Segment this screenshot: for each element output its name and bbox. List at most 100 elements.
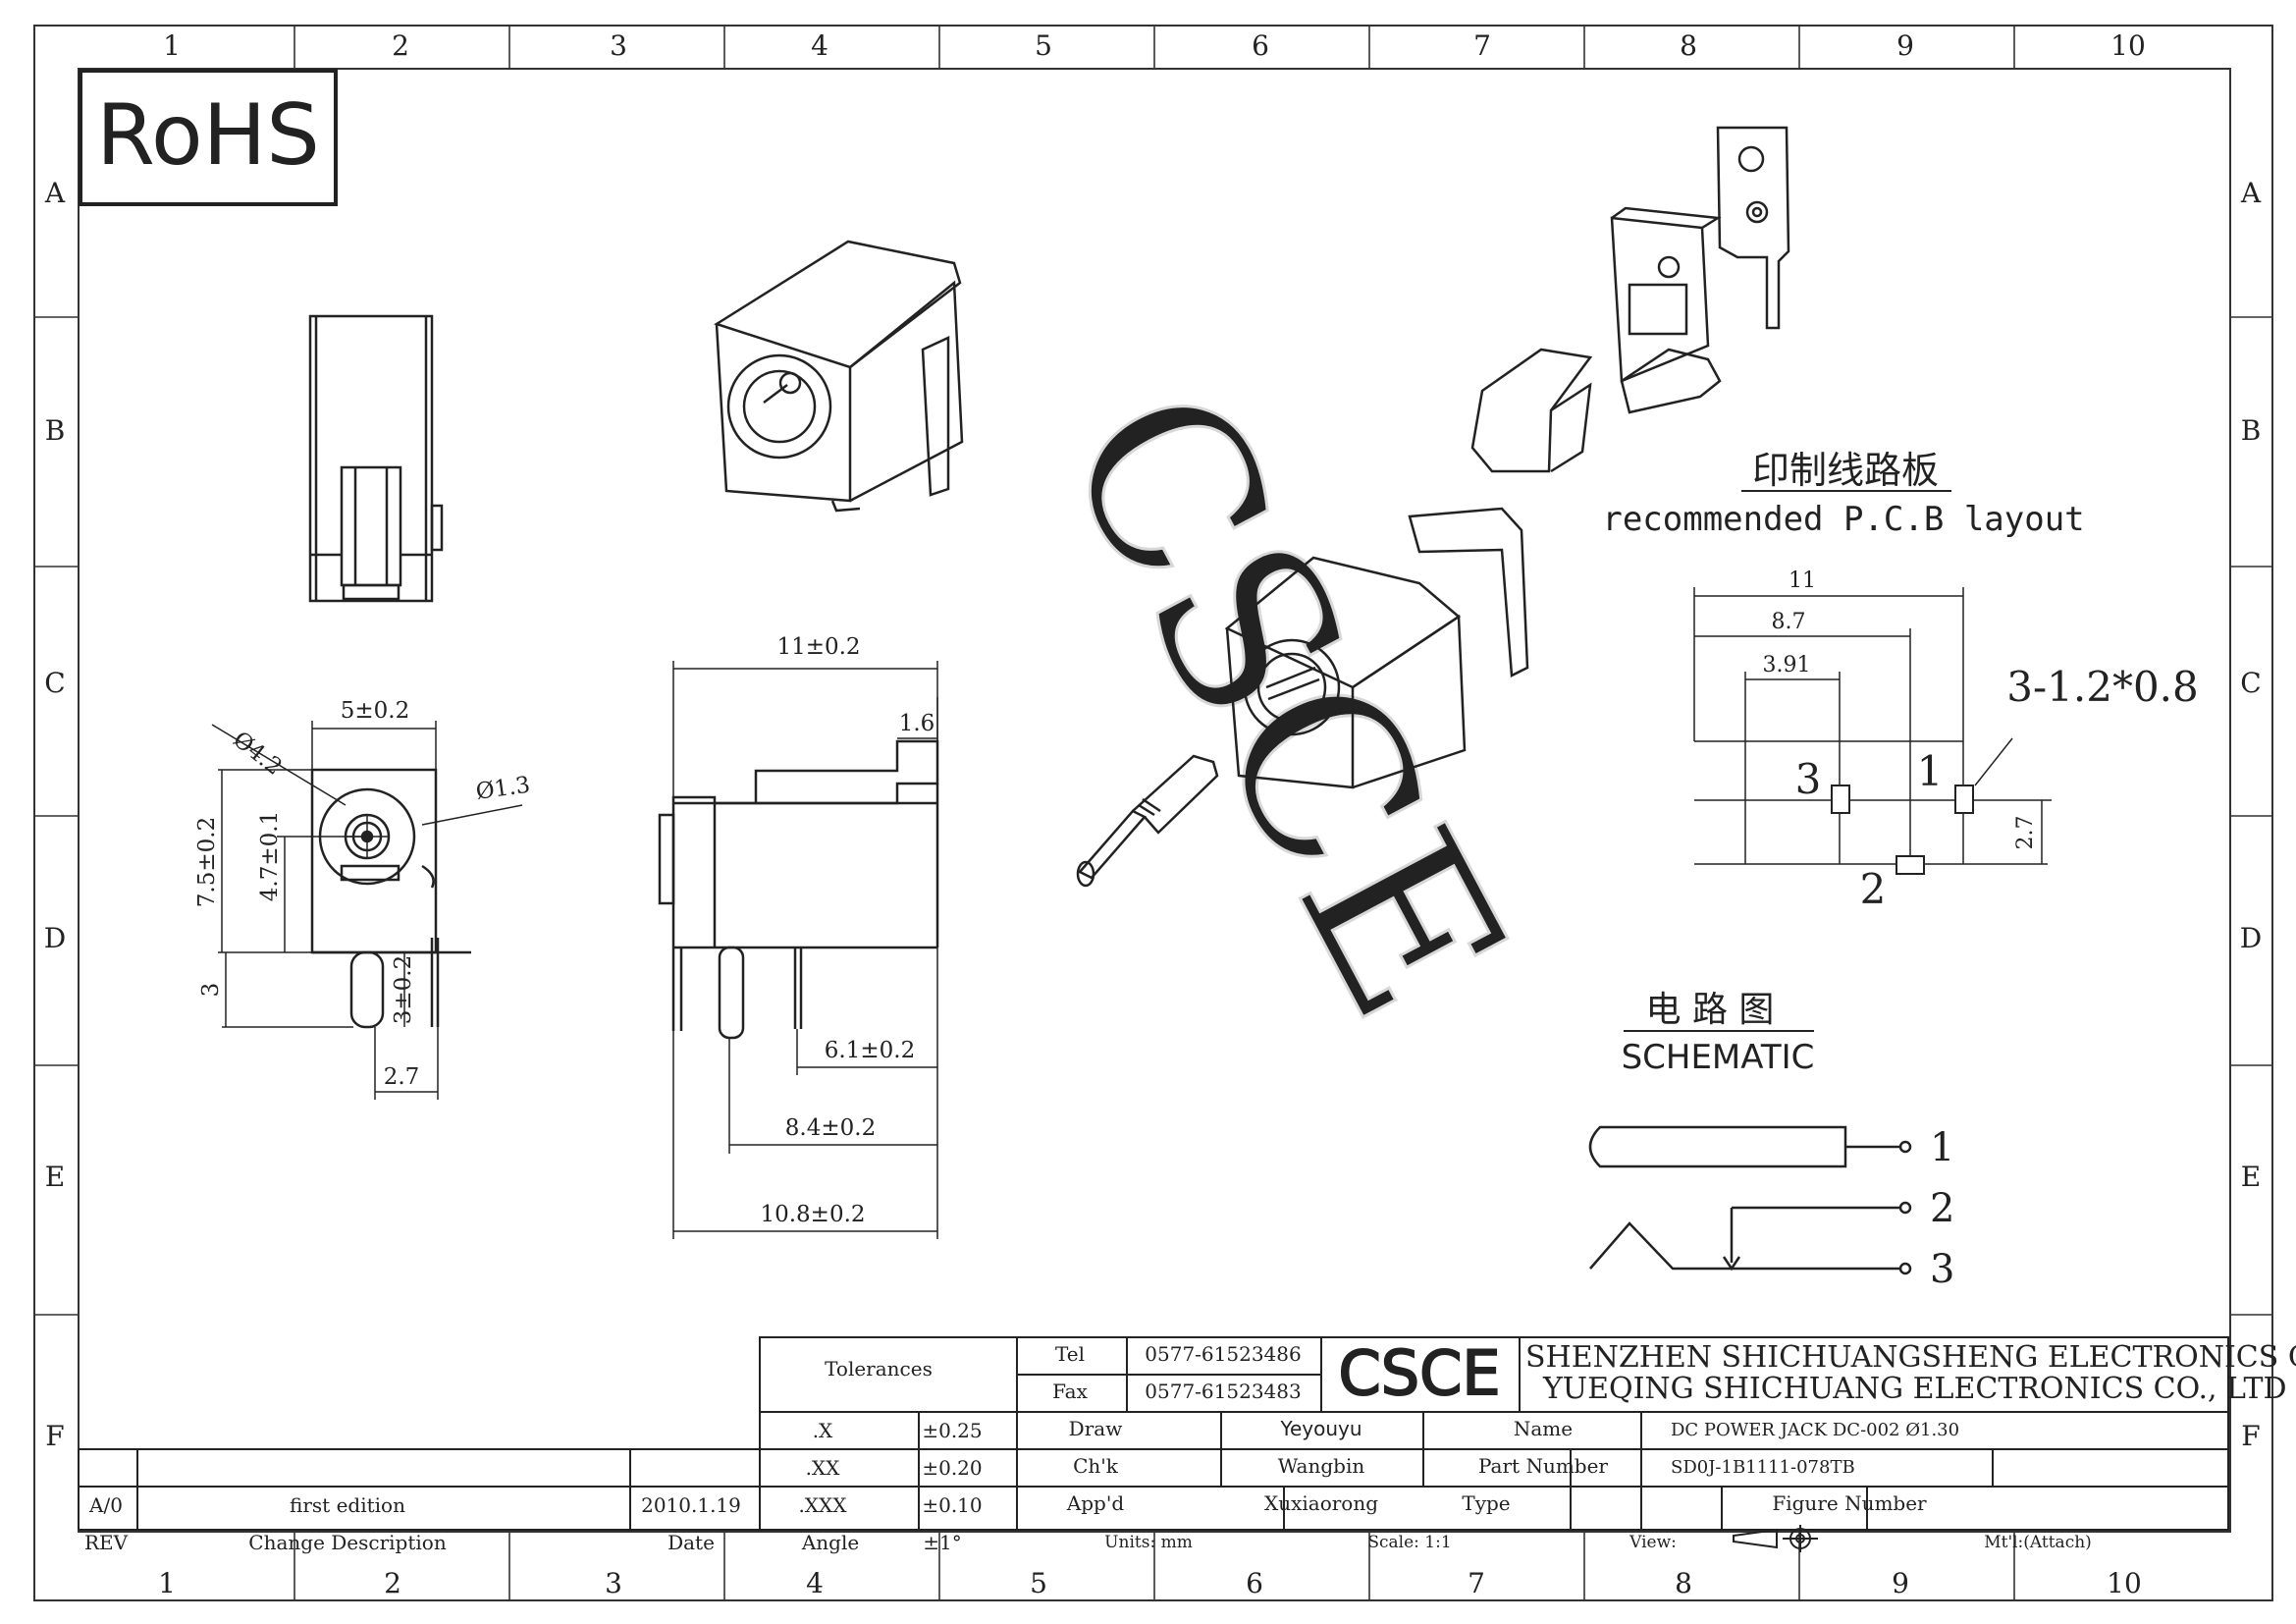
dim-center: 4.7±0.1 <box>257 811 283 901</box>
fax-label: Fax <box>1052 1380 1088 1403</box>
col-label-bottom-10: 10 <box>2107 1567 2142 1599</box>
col-label-top-7: 7 <box>1473 29 1491 62</box>
schematic-pin-1: 1 <box>1930 1125 1954 1170</box>
col-label-bottom-8: 8 <box>1675 1567 1692 1599</box>
pcb-dim-total: 11 <box>1789 568 1816 593</box>
dim-pin-offset: 2.7 <box>384 1064 420 1090</box>
col-label-bottom-1: 1 <box>158 1567 176 1599</box>
row-label-right-a: A <box>2240 177 2262 209</box>
dim-d2: 8.4±0.2 <box>785 1115 876 1141</box>
schematic-title-cn: 电 路 图 <box>1646 990 1775 1030</box>
scale-label: Scale: 1:1 <box>1367 1533 1451 1552</box>
col-label-bottom-9: 9 <box>1892 1567 1909 1599</box>
col-label-bottom-6: 6 <box>1246 1567 1263 1599</box>
chk-value: Wangbin <box>1278 1454 1365 1478</box>
col-label-top-1: 1 <box>163 29 181 62</box>
units-label: Units: mm <box>1104 1533 1193 1552</box>
draw-label: Draw <box>1069 1417 1123 1440</box>
company-logo: CSCE <box>1338 1337 1500 1409</box>
type-label: Type <box>1462 1491 1510 1515</box>
col-label-top-6: 6 <box>1252 29 1269 62</box>
row-label-right-c: C <box>2240 667 2261 699</box>
col-label-top-10: 10 <box>2110 29 2146 62</box>
pcb-layout <box>1693 587 2052 865</box>
tol-xxx-value: ±0.10 <box>922 1493 982 1517</box>
pcb-dim-vertical: 2.7 <box>2013 816 2038 850</box>
row-label-left-c: C <box>44 667 65 699</box>
tol-angle-value: ±1° <box>923 1531 961 1554</box>
view-label: View: <box>1629 1533 1677 1552</box>
change-description-header: Change Description <box>248 1531 447 1554</box>
tel-value: 0577-61523486 <box>1145 1342 1301 1366</box>
dim-pin-length-2: 3±0.2 <box>391 955 416 1024</box>
row-label-left-d: D <box>44 922 66 954</box>
row-dividers <box>34 316 2272 1316</box>
row-label-left-e: E <box>45 1161 65 1193</box>
tel-label: Tel <box>1055 1342 1085 1366</box>
col-label-bottom-3: 3 <box>605 1567 622 1599</box>
tol-xx-value: ±0.20 <box>922 1456 982 1480</box>
schematic-pin-2: 2 <box>1930 1186 1954 1231</box>
side-view-dimensions <box>672 661 938 1239</box>
rohs-badge: RoHS <box>96 86 320 185</box>
row-label-right-e: E <box>2241 1161 2261 1193</box>
pcb-title-cn: 印制线路板 <box>1752 449 1939 492</box>
column-dividers <box>294 26 2015 1600</box>
tol-xxx-key: .XXX <box>798 1493 847 1517</box>
side-view <box>658 739 939 1040</box>
row-label-left-f: F <box>45 1420 64 1452</box>
company-name-1: SHENZHEN SHICHUANGSHENG ELECTRONICS CO.,… <box>1525 1340 2296 1375</box>
col-label-top-5: 5 <box>1035 29 1052 62</box>
schematic-symbol <box>1588 1125 1912 1275</box>
company-name-2: YUEQING SHICHUANG ELECTRONICS CO., LTD <box>1542 1372 2287 1406</box>
col-label-top-8: 8 <box>1680 29 1697 62</box>
dim-length: 11±0.2 <box>776 634 860 660</box>
row-label-left-b: B <box>45 414 66 447</box>
dim-d1: 6.1±0.2 <box>825 1038 915 1063</box>
material-label: Mt'l:(Attach) <box>1984 1533 2092 1552</box>
row-label-right-d: D <box>2240 922 2262 954</box>
pcb-pin-1: 1 <box>1917 747 1944 795</box>
draw-value: Yeyouyu <box>1279 1417 1362 1440</box>
col-label-bottom-7: 7 <box>1468 1567 1485 1599</box>
dim-outer-dia: Ø4.2 <box>228 727 287 781</box>
col-label-top-9: 9 <box>1896 29 1914 62</box>
fax-value: 0577-61523483 <box>1145 1380 1301 1403</box>
figure-label: Figure Number <box>1772 1491 1927 1515</box>
schematic-title-en: SCHEMATIC <box>1622 1038 1815 1077</box>
pcb-pad-leader <box>1974 737 2013 786</box>
pcb-pin-2: 2 <box>1860 865 1887 913</box>
col-label-top-3: 3 <box>610 29 627 62</box>
top-view <box>308 314 444 603</box>
dim-d3: 10.8±0.2 <box>760 1202 865 1227</box>
tol-x-value: ±0.25 <box>922 1419 982 1442</box>
part-value: SD0J-1B1111-078TB <box>1671 1457 1855 1478</box>
tol-xx-key: .XX <box>806 1456 841 1480</box>
rev-value: A/0 <box>88 1493 123 1517</box>
col-label-bottom-5: 5 <box>1030 1567 1047 1599</box>
outer-frame <box>33 25 2273 1601</box>
col-label-bottom-2: 2 <box>384 1567 401 1599</box>
part-label: Part Number <box>1478 1454 1608 1478</box>
chk-label: Ch'k <box>1073 1454 1119 1478</box>
front-view-dimensions <box>211 721 523 1100</box>
pcb-dim-mid: 8.7 <box>1772 610 1806 634</box>
rev-header: REV <box>84 1531 129 1554</box>
name-label: Name <box>1514 1417 1573 1440</box>
rohs-badge-box <box>79 69 338 206</box>
title-block-grid <box>78 1336 2229 1531</box>
iso-jack <box>714 240 964 513</box>
pcb-title-en: recommended P.C.B layout <box>1602 500 2084 539</box>
row-label-left-a: A <box>44 177 66 209</box>
exploded-view <box>1076 126 1790 888</box>
pcb-pad-spec: 3-1.2*0.8 <box>2006 663 2199 711</box>
appd-label: App'd <box>1066 1491 1125 1515</box>
col-label-top-2: 2 <box>392 29 409 62</box>
row-label-right-b: B <box>2241 414 2262 447</box>
front-view <box>310 768 471 1029</box>
pcb-dim-small: 3.91 <box>1763 653 1811 677</box>
dim-width: 5±0.2 <box>341 698 409 724</box>
tol-x-key: .X <box>813 1419 833 1442</box>
schematic-pin-3: 3 <box>1930 1247 1954 1292</box>
